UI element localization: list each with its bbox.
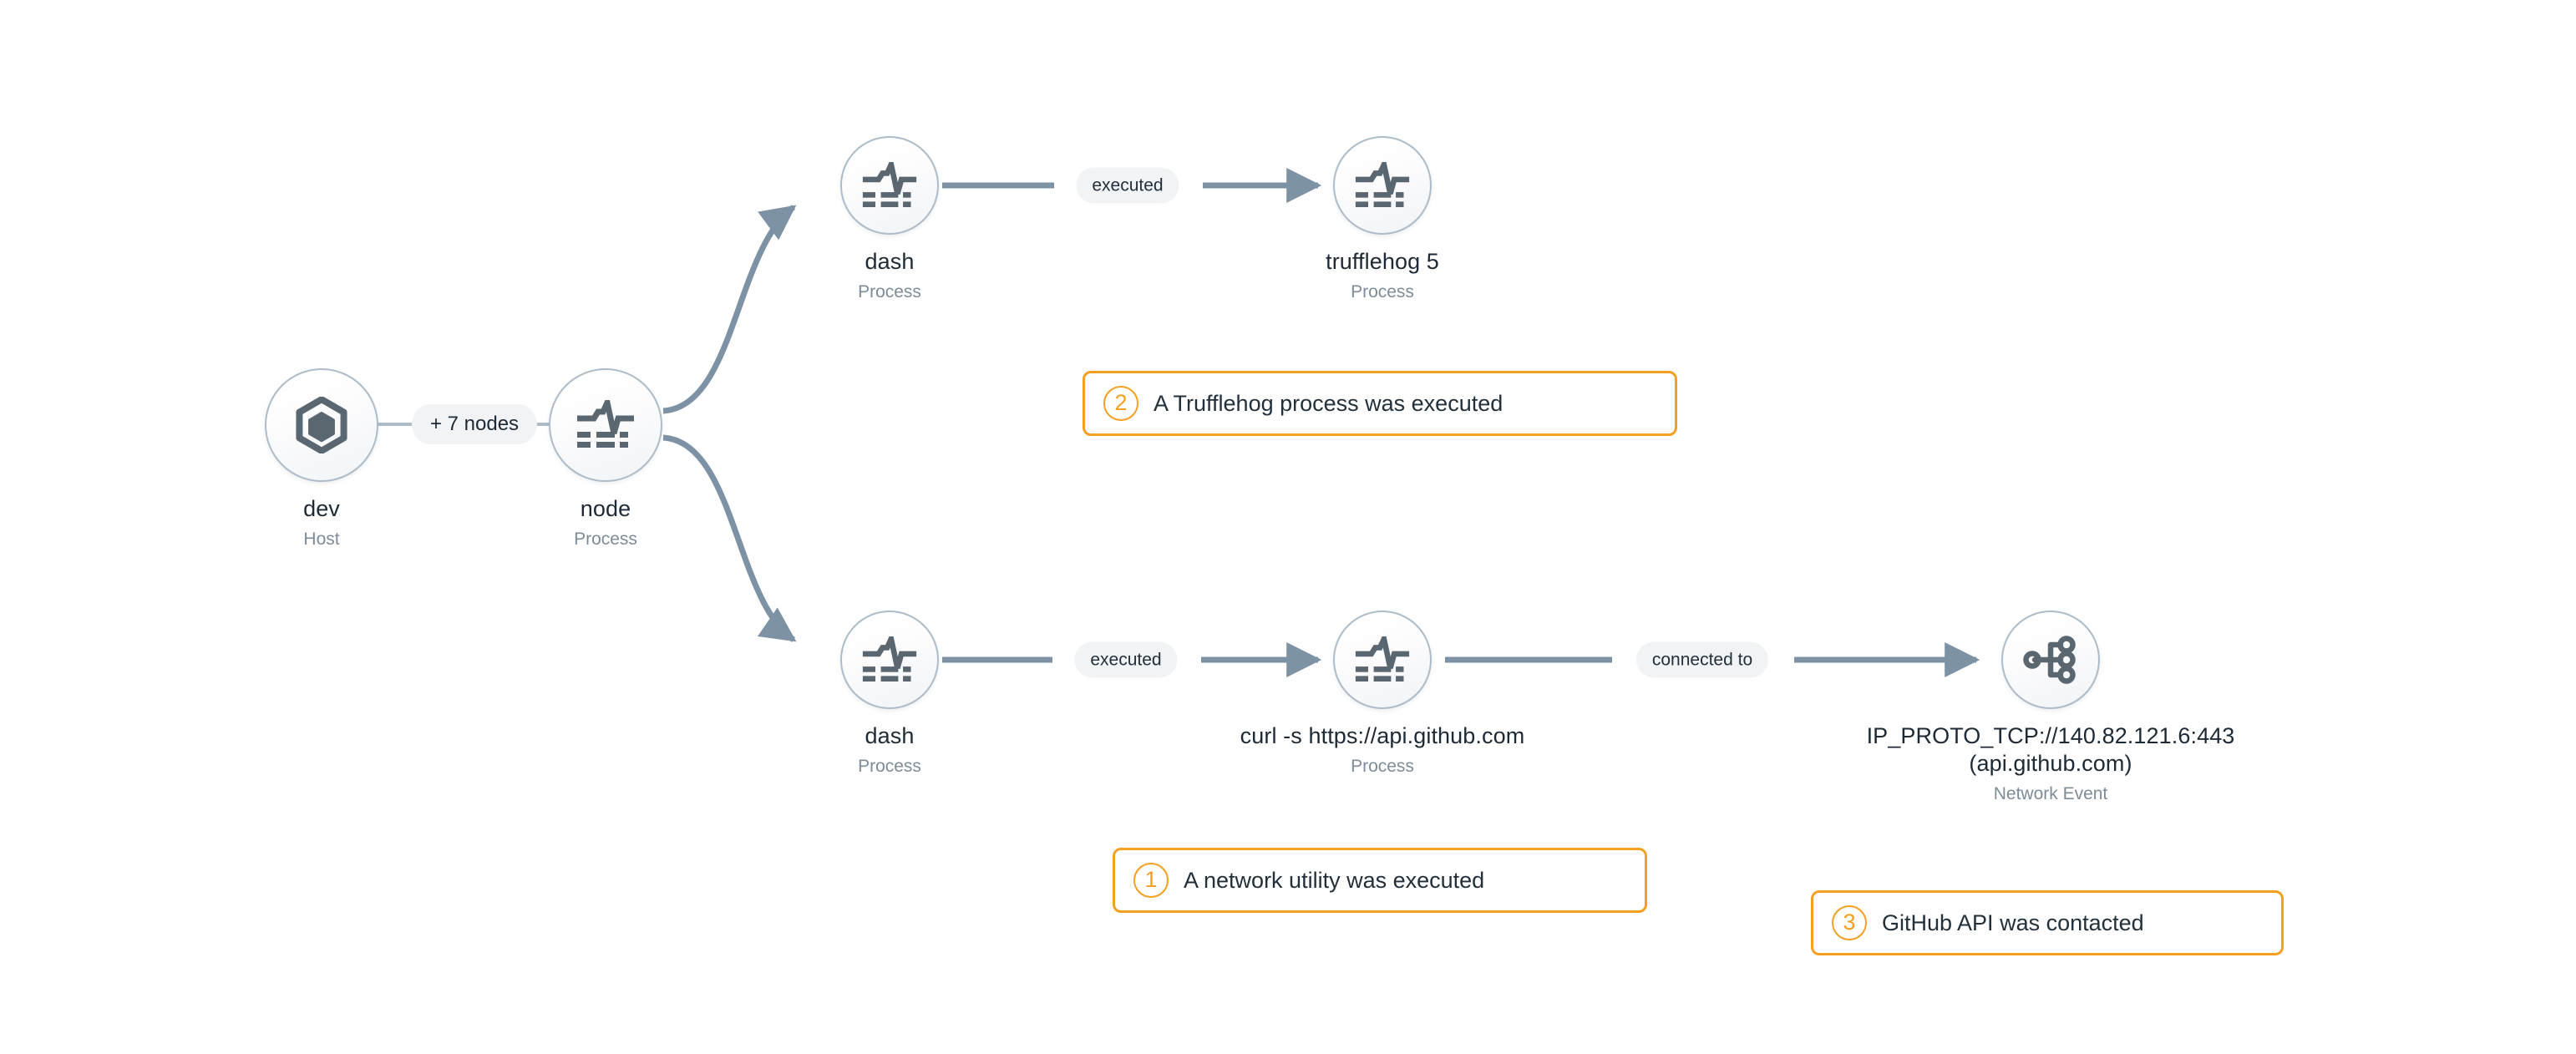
callout-number-badge: 1: [1133, 863, 1169, 898]
node-subtitle: Host: [303, 530, 340, 549]
process-pulse-icon: [1355, 636, 1410, 682]
annotation-callout-3[interactable]: 3 GitHub API was contacted: [1811, 890, 2284, 955]
node-title: dev: [303, 496, 340, 521]
hexagon-host-icon: [296, 397, 347, 454]
node-subtitle: Process: [858, 757, 921, 776]
node-circle[interactable]: [2001, 611, 2100, 709]
node-subtitle: Process: [1351, 282, 1414, 302]
graph-node-trufflehog[interactable]: trufflehog 5 Process: [1282, 136, 1483, 302]
node-title: dash: [865, 249, 915, 274]
node-circle[interactable]: [1333, 611, 1432, 709]
graph-node-dash-top[interactable]: dash Process: [789, 136, 990, 302]
process-pulse-icon: [862, 161, 917, 207]
process-pulse-icon: [577, 400, 634, 448]
edge-label-executed-top[interactable]: executed: [1076, 167, 1179, 204]
node-circle[interactable]: [549, 368, 662, 482]
edge-label-executed-bottom[interactable]: executed: [1074, 641, 1178, 678]
annotation-callout-2[interactable]: 2 A Trufflehog process was executed: [1083, 371, 1677, 436]
node-subtitle: Network Event: [1993, 784, 2108, 803]
graph-node-network-event[interactable]: IP_PROTO_TCP://140.82.121.6:443 (api.git…: [1800, 611, 2301, 804]
node-title: node: [580, 496, 631, 521]
process-pulse-icon: [1355, 161, 1410, 207]
callout-text: A Trufflehog process was executed: [1154, 391, 1504, 416]
node-circle[interactable]: [840, 136, 939, 235]
collapsed-nodes-pill[interactable]: + 7 nodes: [411, 404, 538, 444]
network-share-icon: [2023, 636, 2076, 684]
process-pulse-icon: [862, 636, 917, 682]
edge-label-connected-to[interactable]: connected to: [1635, 641, 1769, 678]
node-title: curl -s https://api.github.com: [1240, 723, 1525, 748]
node-title: dash: [865, 723, 915, 748]
node-circle[interactable]: [265, 368, 378, 482]
annotation-callout-1[interactable]: 1 A network utility was executed: [1113, 848, 1647, 913]
node-subtitle: Process: [858, 282, 921, 302]
graph-node-node[interactable]: node Process: [505, 368, 706, 550]
graph-node-dash-bottom[interactable]: dash Process: [789, 611, 990, 777]
node-subtitle: Process: [1351, 757, 1414, 776]
callout-text: A network utility was executed: [1184, 868, 1485, 893]
node-circle[interactable]: [840, 611, 939, 709]
callout-number-badge: 2: [1103, 386, 1138, 421]
node-circle[interactable]: [1333, 136, 1432, 235]
node-title: IP_PROTO_TCP://140.82.121.6:443 (api.git…: [1866, 723, 2235, 776]
callout-number-badge: 3: [1832, 905, 1867, 940]
callout-text: GitHub API was contacted: [1882, 910, 2144, 935]
graph-node-dev[interactable]: dev Host: [221, 368, 422, 550]
node-title: trufflehog 5: [1326, 249, 1439, 274]
node-subtitle: Process: [574, 530, 637, 549]
graph-node-curl[interactable]: curl -s https://api.github.com Process: [1207, 611, 1558, 777]
